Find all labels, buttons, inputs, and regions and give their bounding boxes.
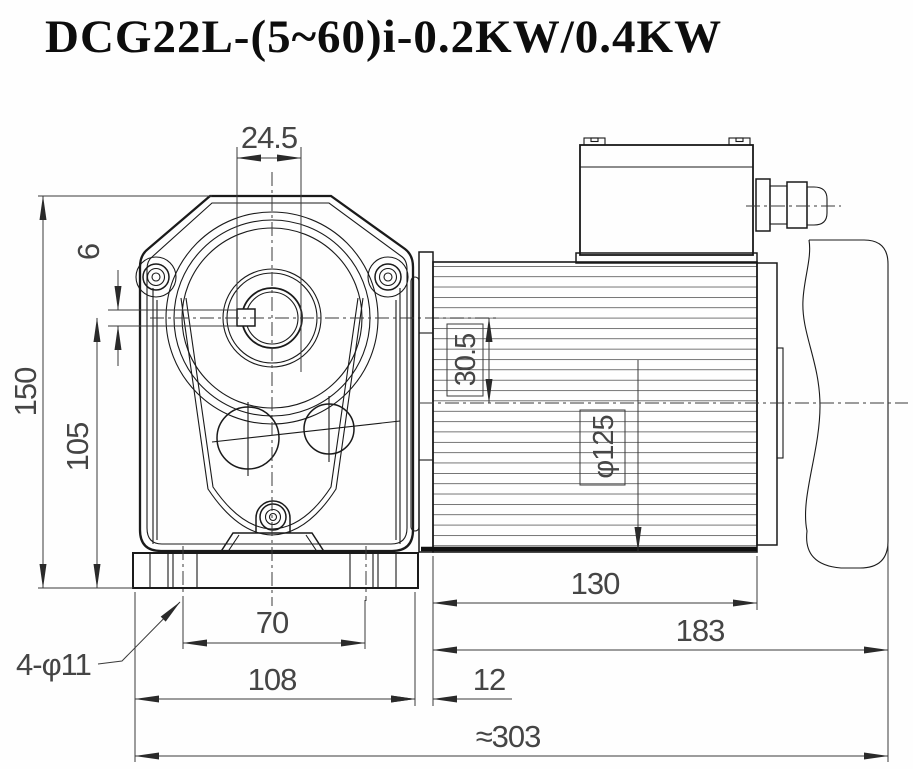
ear-hole-circle xyxy=(378,267,398,287)
dim-12: 12 xyxy=(390,662,512,703)
gland-base xyxy=(755,178,771,232)
fin-body xyxy=(432,261,758,553)
lid-tab-right-notch xyxy=(735,137,744,143)
drain-plug-mid xyxy=(264,508,282,526)
leader-line xyxy=(97,601,181,665)
ear-ring-circle xyxy=(142,263,170,291)
dim-303: ≈303 xyxy=(134,719,889,760)
drawing-title: DCG22L-(5~60)i-0.2KW/0.4KW xyxy=(45,11,722,63)
motor-side-view xyxy=(410,137,908,569)
dim-frame xyxy=(579,409,626,486)
dim-frame xyxy=(446,323,484,397)
housing-outer-line xyxy=(138,194,415,553)
dim-130: 130 xyxy=(432,566,758,607)
ear-center-circle xyxy=(383,272,393,282)
ear-hole-circle xyxy=(146,267,166,287)
dim-70: 70 xyxy=(182,605,366,647)
fan-cover-outline xyxy=(802,239,889,569)
housing-inner-line xyxy=(146,202,408,545)
dim-6: 6 xyxy=(71,244,122,366)
dim-text: 24.5 xyxy=(241,120,297,155)
lower-shafts-centerline xyxy=(211,420,401,443)
dim-24-5: 24.5 xyxy=(236,120,302,162)
dim-text: 12 xyxy=(473,662,505,697)
gearbox-housing-outline xyxy=(138,194,415,553)
dim-text: 70 xyxy=(256,605,289,640)
gland-nut xyxy=(786,181,808,229)
lid-tab-left-notch xyxy=(590,137,599,143)
drain-plug-outer xyxy=(259,503,287,531)
lower-shaft-circles xyxy=(211,396,401,476)
dim-105: 105 xyxy=(60,317,101,589)
terminal-box-base xyxy=(575,252,758,264)
motor-front-bracket xyxy=(418,251,434,553)
ear-center-circle xyxy=(151,272,161,282)
drain-plug-tab xyxy=(255,500,291,533)
cable-gland xyxy=(746,178,841,232)
mounting-ear-right xyxy=(367,256,409,298)
dim-text: 6 xyxy=(71,244,106,260)
dim-text: 30.5 xyxy=(450,334,482,386)
dim-183: 183 xyxy=(432,613,889,654)
motor-fins xyxy=(421,261,758,553)
boss-slant-right xyxy=(305,534,319,554)
label-4-phi11: 4-φ11 xyxy=(16,601,181,682)
dim-text: 130 xyxy=(571,566,620,601)
dim-text: 105 xyxy=(60,423,95,472)
rear-bracket xyxy=(756,262,778,546)
dim-text: ≈303 xyxy=(476,719,541,754)
dim-phi125: φ125 xyxy=(579,360,642,552)
dim-text: 4-φ11 xyxy=(16,647,91,682)
ear-ring-circle xyxy=(374,263,402,291)
dim-108: 108 xyxy=(134,662,416,703)
boss-slant-left xyxy=(226,534,240,554)
ear-boss-circle xyxy=(135,256,177,298)
terminal-box xyxy=(575,137,758,264)
dimension-annotations: 24.5 6 150 105 30.5 φ125 xyxy=(8,120,889,762)
gland-neck xyxy=(769,185,788,225)
drain-plug-center xyxy=(268,512,278,522)
dim-text: φ125 xyxy=(588,415,620,478)
terminal-box-body xyxy=(579,144,754,256)
mounting-ear-left xyxy=(135,256,177,298)
dim-text: 150 xyxy=(8,367,43,416)
dim-text: 183 xyxy=(676,613,725,648)
dim-text: 108 xyxy=(248,662,297,697)
base-plate xyxy=(132,552,419,589)
dim-30-5: 30.5 xyxy=(446,317,493,404)
ear-boss-circle xyxy=(367,256,409,298)
gland-cap xyxy=(806,186,828,226)
gearbox-front-view xyxy=(132,172,497,606)
dim-150: 150 xyxy=(8,195,47,589)
mounting-base xyxy=(132,546,419,601)
